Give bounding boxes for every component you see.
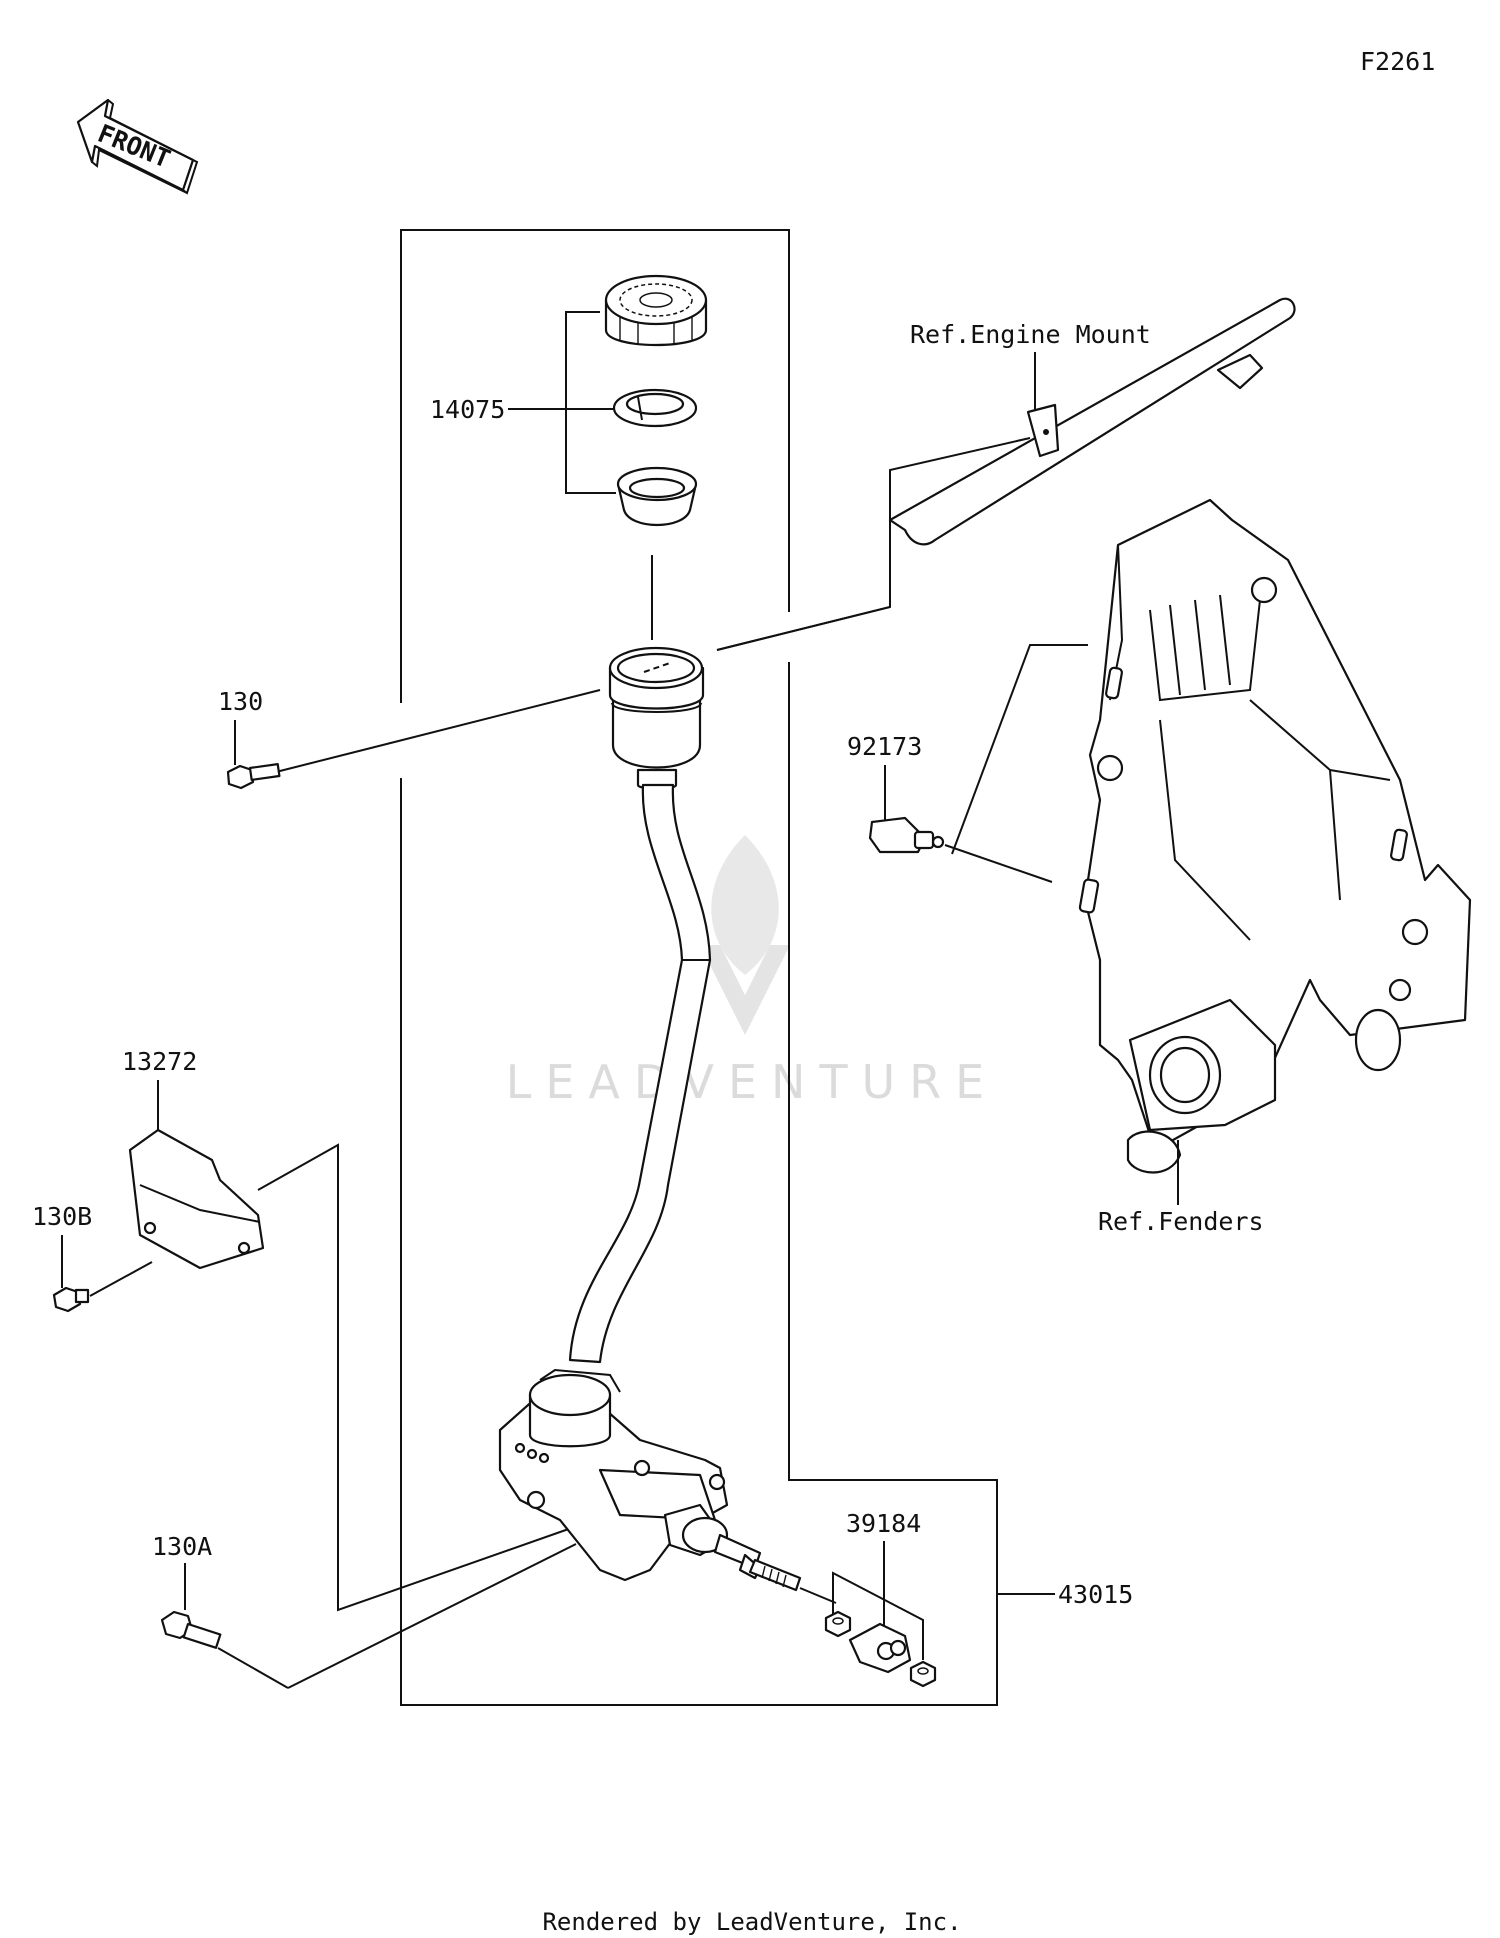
reservoir-diaphragm — [616, 466, 698, 527]
bolt-130b — [52, 1286, 90, 1313]
ref-engine-mount-label[interactable]: Ref.Engine Mount — [910, 320, 1151, 349]
reservoir-diaphragm-plate — [612, 388, 698, 428]
callout-130[interactable]: 130 — [218, 687, 263, 716]
callout-130b[interactable]: 130B — [32, 1202, 92, 1231]
diagram-code: F2261 — [1360, 47, 1435, 76]
front-arrow-icon: FRONT — [76, 98, 199, 195]
ref-fenders-label[interactable]: Ref.Fenders — [1098, 1207, 1264, 1236]
push-rod — [748, 1558, 802, 1592]
watermark-text: LEADVENTURE — [506, 1055, 999, 1109]
assembly-43015-bracket — [400, 229, 998, 1706]
callout-130a[interactable]: 130A — [152, 1532, 212, 1561]
bolt-130a — [160, 1610, 222, 1649]
nut-39184-b — [909, 1660, 937, 1688]
reservoir-cap — [604, 274, 708, 347]
watermark-logo-icon — [700, 835, 790, 1035]
clevis-39184 — [848, 1622, 912, 1674]
fender-panel — [1078, 498, 1472, 1174]
footer-credit: Rendered by LeadVenture, Inc. — [542, 1908, 961, 1936]
engine-mount-frame — [888, 297, 1296, 546]
reservoir-tank — [608, 646, 705, 790]
callout-92173[interactable]: 92173 — [847, 732, 922, 761]
guard-plate-13272 — [128, 1128, 265, 1270]
watermark: LEADVENTURE — [506, 835, 999, 1109]
nut-39184-a — [824, 1610, 852, 1638]
bolt-130 — [226, 763, 281, 790]
callout-39184[interactable]: 39184 — [846, 1509, 921, 1538]
callout-14075[interactable]: 14075 — [430, 395, 505, 424]
callout-13272[interactable]: 13272 — [122, 1047, 197, 1076]
clip-92173 — [868, 816, 945, 854]
callout-43015[interactable]: 43015 — [1058, 1580, 1133, 1609]
master-cylinder — [498, 1368, 762, 1582]
reservoir-hose — [568, 783, 712, 1364]
